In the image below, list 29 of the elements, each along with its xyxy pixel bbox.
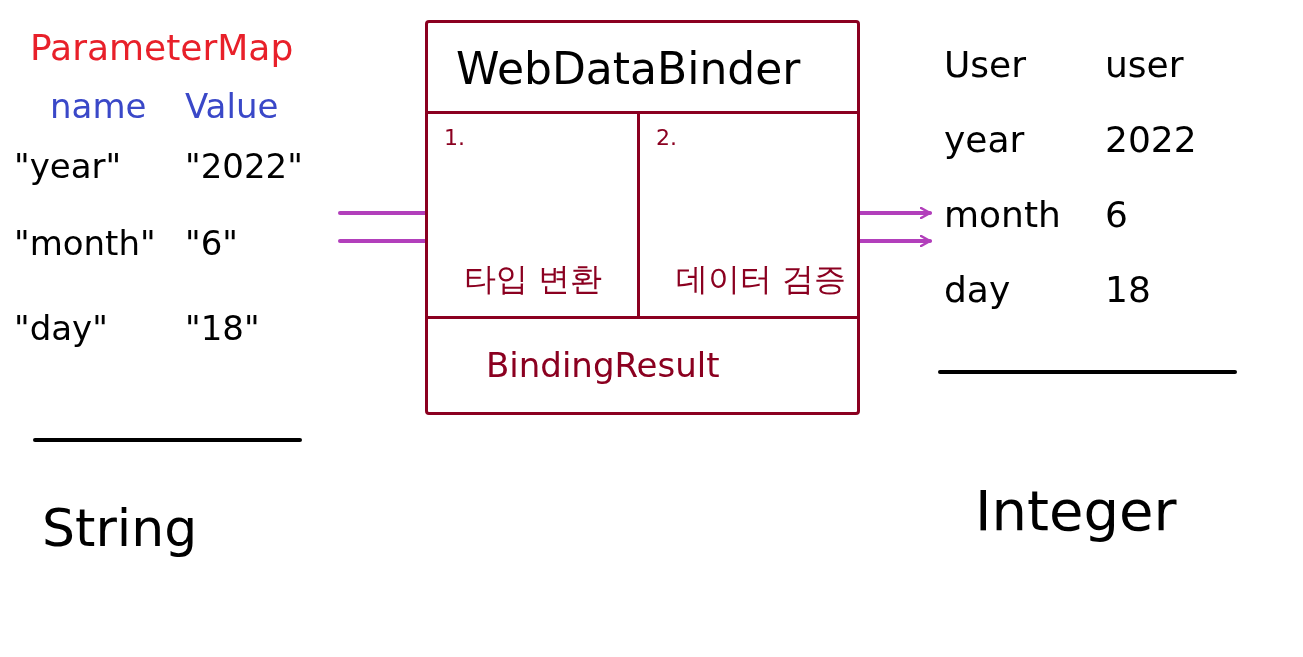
cell-text: BindingResult [486,347,720,385]
name-text: "month" [14,225,156,263]
value-text: "6" [185,225,238,263]
column-header: Value [185,88,279,126]
binder-box [425,20,860,415]
cell-text: 데이터 검증 [676,262,847,298]
table-cell [428,111,640,316]
value-text: 6 [1105,195,1128,235]
box-heading: WebDataBinder [456,45,801,94]
name-text: User [944,45,1027,85]
value-text: "2022" [185,148,303,186]
name-text: month [944,195,1061,235]
name-text: "year" [14,148,122,186]
column-header: name [50,88,147,126]
arrow [858,234,932,248]
arrow [858,206,932,220]
table-heading: ParameterMap [30,28,294,68]
type-label: Integer [975,480,1177,542]
cell-text: 타입 변환 [464,262,603,298]
name-text: day [944,270,1011,310]
value-text: 18 [1105,270,1151,310]
name-text: year [944,120,1025,160]
name-text: "day" [14,310,108,348]
step-number: 1. [444,126,465,151]
value-text: user [1105,45,1184,85]
type-label: String [42,500,198,558]
step-number: 2. [656,126,677,151]
value-text: "18" [185,310,260,348]
value-text: 2022 [1105,120,1197,160]
